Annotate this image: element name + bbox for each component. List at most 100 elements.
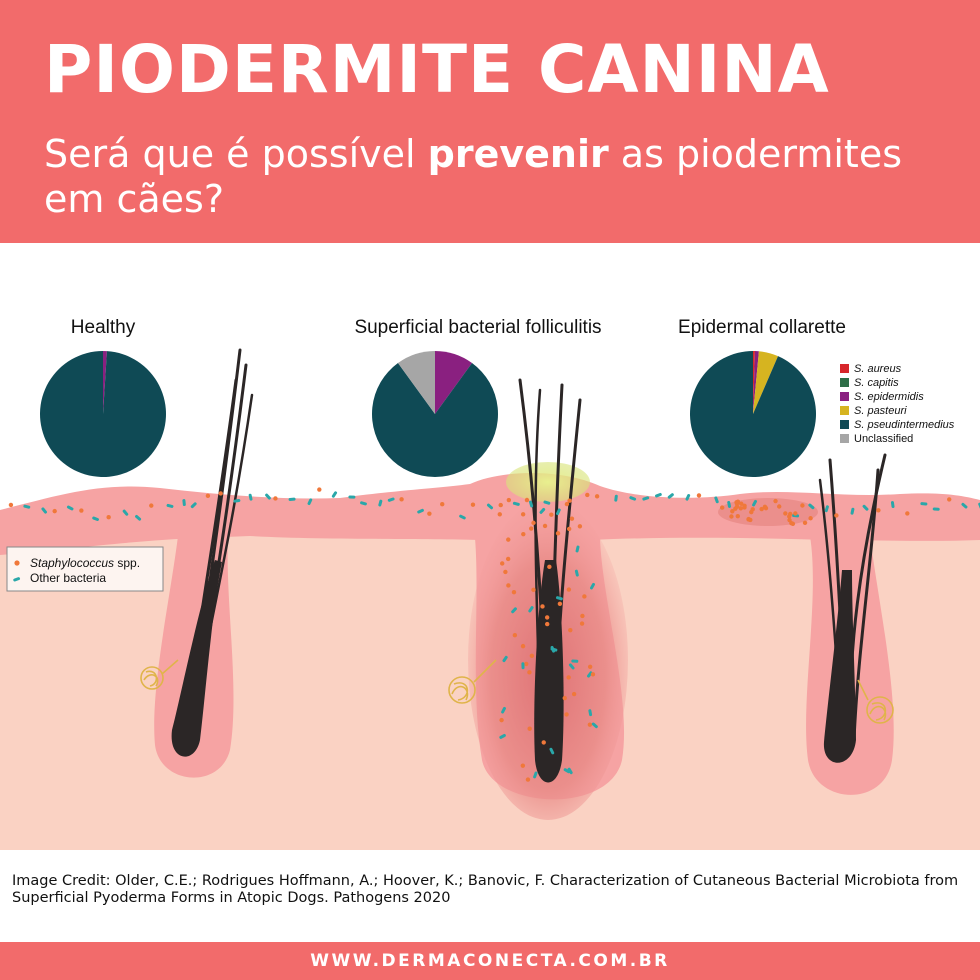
staphylococcus-dot (773, 498, 778, 504)
pie-slice-s-pseudintermedius (372, 363, 499, 477)
staphylococcus-dot (566, 587, 572, 592)
footer-banner: WWW.DERMACONECTA.COM.BR (0, 942, 980, 980)
other-bacteria-rod (920, 502, 928, 506)
staphylococcus-dot (587, 722, 593, 727)
staphylococcus-dot (527, 670, 532, 675)
other-bacteria-rod (41, 507, 47, 514)
other-bacteria-rod (574, 569, 579, 577)
bacteria-layer (8, 487, 980, 782)
other-bacteria-rod (850, 507, 855, 515)
staphylococcus-dot (750, 507, 755, 512)
other-bacteria-rod (512, 501, 520, 506)
staphylococcus-dot (905, 511, 910, 516)
staphylococcus-dot (585, 492, 590, 498)
subtitle-end: as piodermites em cães? (44, 132, 902, 221)
other-bacteria-rod (307, 498, 313, 506)
staphylococcus-dot (520, 512, 526, 517)
pustule (506, 462, 590, 502)
other-bacteria-rod (571, 659, 579, 663)
staphylococcus-dot (577, 524, 583, 529)
staphylococcus-dot (531, 520, 536, 526)
staphylococcus-dot (790, 521, 796, 526)
staphylococcus-dot (549, 512, 554, 517)
staphylococcus-dot (506, 583, 511, 588)
legend-swatch-unclassified (840, 434, 849, 443)
other-bacteria-rod (642, 496, 650, 501)
legend-swatch-aureus (840, 364, 849, 373)
other-bacteria-rod (752, 499, 757, 507)
other-bacteria-rod (655, 492, 662, 498)
staphylococcus-dot (498, 502, 503, 508)
other-bacteria-rod (590, 582, 595, 590)
staphylococcus-dot (317, 487, 322, 492)
staphylococcus-dot (273, 496, 278, 501)
pie-slice-s-aureus (753, 351, 755, 414)
staphylococcus-dot (557, 601, 563, 606)
staphylococcus-dot (802, 520, 808, 525)
staphylococcus-dot (808, 516, 813, 521)
staphylococcus-dot (777, 504, 782, 509)
staphylococcus-dot (735, 513, 740, 519)
page-subtitle: Será que é possível prevenir as piodermi… (44, 132, 954, 222)
other-bacteria-rod (550, 647, 558, 652)
pie-slice-s-pasteuri (753, 351, 779, 414)
staphylococcus-dot (8, 502, 14, 508)
staphylococcus-dot (555, 531, 561, 536)
pie-slice-s-epidermidis (753, 351, 759, 414)
staphylococcus-dot (497, 512, 502, 517)
pie-slice-s-epidermidis (435, 351, 473, 414)
other-bacteria-rod (233, 498, 241, 503)
legend-swatch-pseudintermedius (840, 420, 849, 429)
other-bacteria-rod (978, 502, 980, 510)
other-bacteria-rod (521, 662, 525, 670)
staphylococcus-dot (500, 561, 505, 566)
bacteria-legend-staph: Staphylococcus spp. (30, 556, 140, 570)
staphylococcus-dot (569, 516, 575, 521)
staphylococcus-dot (520, 763, 526, 768)
sebaceous-glands (140, 659, 894, 724)
other-bacteria-rod (190, 502, 197, 509)
hairs (171, 348, 887, 783)
staphylococcus-dot (738, 506, 743, 511)
other-bacteria-rod (588, 709, 593, 717)
staphylococcus-dot (759, 506, 764, 512)
staphylococcus-dot (566, 675, 571, 680)
staphylococcus-dot (800, 503, 805, 508)
staphylococcus-dot (947, 497, 952, 502)
staphylococcus-dot (499, 717, 504, 723)
subtitle-emphasis: prevenir (427, 132, 609, 176)
staphylococcus-dot (763, 505, 769, 511)
staphylococcus-dot (734, 500, 739, 505)
other-bacteria-rod (122, 509, 129, 516)
staphylococcus-dot (729, 514, 734, 519)
staphylococcus-dot (547, 564, 552, 570)
staphylococcus-dot (587, 664, 593, 669)
other-bacteria-rod (459, 514, 466, 520)
other-bacteria-rod (587, 671, 593, 678)
image-credit: Image Credit: Older, C.E.; Rodrigues Hof… (12, 873, 959, 906)
pie-slice-unclassified (397, 351, 435, 414)
other-bacteria-rod (378, 499, 383, 507)
other-bacteria-rod (549, 747, 555, 755)
pie-slice-s-pseudintermedius (39, 351, 166, 477)
header-banner: PIODERMITE CANINA Será que é possível pr… (0, 0, 980, 243)
staphylococcus-dot (542, 523, 548, 529)
staphylococcus-dot (739, 501, 744, 506)
other-bacteria-rod (932, 507, 940, 511)
other-bacteria-rod (575, 545, 580, 553)
staphylococcus-dot (520, 643, 526, 649)
other-bacteria-rod (92, 516, 99, 522)
website-url[interactable]: WWW.DERMACONECTA.COM.BR (310, 951, 670, 971)
other-bacteria-rod (265, 493, 271, 500)
staphylococcus-dot (787, 517, 792, 523)
legend-swatch-pasteuri (840, 406, 849, 415)
other-bacteria-rod (66, 505, 74, 511)
other-bacteria-rod (182, 499, 186, 507)
bacteria-legend-box (6, 546, 164, 592)
pie-chart-collarette (690, 351, 817, 478)
other-bacteria-rod (288, 497, 296, 502)
hair-infected-root (534, 560, 564, 783)
gland-infected (448, 676, 476, 704)
other-bacteria-rod (529, 500, 534, 508)
staphylococcus-dot (787, 514, 792, 519)
